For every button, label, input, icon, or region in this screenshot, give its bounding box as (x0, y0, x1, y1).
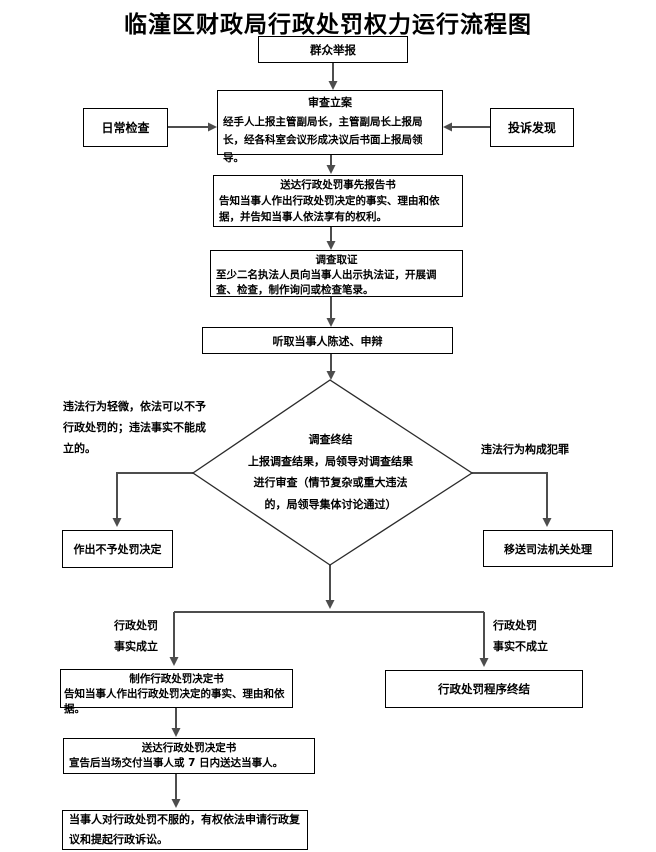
node-investigate-title: 调查取证 (315, 254, 358, 266)
node-hear-statement: 听取当事人陈述、申辩 (202, 327, 453, 354)
annotation-facts-established: 行政处罚 事实成立 (114, 615, 158, 657)
node-make-decision-title: 制作行政处罚决定书 (129, 673, 224, 685)
node-procedure-end: 行政处罚程序终结 (385, 670, 583, 708)
annotation-minor-violation: 违法行为轻微，依法可以不予行政处罚的；违法事实不能成立的。 (63, 400, 206, 455)
node-no-penalty-label: 作出不予处罚决定 (73, 543, 162, 556)
node-complaint-found-label: 投诉发现 (507, 121, 556, 135)
node-serve-prior-report: 送达行政处罚事先报告书 告知当事人作出行政处罚决定的事实、理由和依据，并告知当事… (213, 175, 463, 227)
node-public-report-label: 群众举报 (310, 42, 356, 57)
node-public-report: 群众举报 (258, 36, 408, 63)
node-review-filing: 审查立案 经手人上报主管副局长，主管副局长上报局长，经各科室会议形成决议后书面上… (217, 90, 443, 164)
node-review-filing-title: 审查立案 (308, 96, 352, 109)
node-daily-inspection: 日常检查 (83, 108, 168, 147)
node-investigation-end-title: 调查终结 (308, 433, 353, 446)
node-daily-inspection-label: 日常检查 (101, 121, 150, 135)
node-investigate-body: 至少二名执法人员向当事人出示执法证，开展调查、检查，制作询问或检查笔录。 (216, 269, 437, 297)
node-serve-decision: 送达行政处罚决定书 宣告后当场交付当事人或 7 日内送达当事人。 (63, 738, 315, 774)
annotation-facts-not-established: 行政处罚 事实不成立 (493, 615, 548, 657)
arrow-make-to-serve (171, 708, 181, 737)
node-procedure-end-label: 行政处罚程序终结 (438, 682, 530, 696)
annotation-facts-established-line2: 事实成立 (114, 640, 158, 653)
branch-split-lines (169, 611, 489, 667)
node-no-penalty: 作出不予处罚决定 (62, 530, 173, 568)
arrow-investigate-to-hearing (326, 297, 336, 327)
node-investigation-end-body: 上报调查结果，局领导对调查结果进行审查（情节复杂或重大违法的，局领导集体讨论通过… (248, 454, 413, 511)
node-investigate: 调查取证 至少二名执法人员向当事人出示执法证，开展调查、检查，制作询问或检查笔录… (210, 250, 463, 297)
node-complaint-found: 投诉发现 (490, 108, 574, 147)
arrow-decision-to-no-penalty (112, 472, 193, 527)
annotation-facts-established-line1: 行政处罚 (114, 619, 158, 632)
node-investigation-end: 调查终结 上报调查结果，局领导对调查结果进行审查（情节复杂或重大违法的，局领导集… (248, 429, 413, 515)
node-hear-statement-label: 听取当事人陈述、申辩 (272, 334, 383, 348)
node-remedy: 当事人对行政处罚不服的，有权依法申请行政复议和提起行政诉讼。 (62, 810, 308, 850)
arrow-daily-inspection-to-review (168, 122, 217, 132)
node-serve-prior-report-body: 告知当事人作出行政处罚决定的事实、理由和依据，并告知当事人依法享有的权利。 (219, 194, 440, 223)
arrow-complaint-to-review (443, 122, 490, 132)
arrow-decision-down (325, 565, 335, 609)
node-serve-decision-title: 送达行政处罚决定书 (141, 742, 237, 754)
page-title: 临潼区财政局行政处罚权力运行流程图 (124, 12, 532, 38)
node-make-decision: 制作行政处罚决定书 告知当事人作出行政处罚决定的事实、理由和依据。 (60, 669, 293, 715)
node-make-decision-body: 告知当事人作出行政处罚决定的事实、理由和依据。 (64, 688, 285, 716)
node-review-filing-body: 经手人上报主管副局长，主管副局长上报局长，经各科室会议形成决议后书面上报局领导。 (223, 115, 423, 164)
arrow-review-to-prior-report (326, 155, 336, 174)
arrow-decision-to-judicial (472, 472, 552, 527)
arrow-serve-to-remedy (171, 774, 181, 808)
decision-diamond-shape (191, 379, 474, 566)
annotation-constitutes-crime: 违法行为构成犯罪 (481, 443, 569, 456)
node-transfer-judicial: 移送司法机关处理 (483, 530, 613, 567)
node-serve-prior-report-title: 送达行政处罚事先报告书 (280, 179, 396, 191)
arrow-public-report-to-review (328, 63, 338, 90)
arrow-hearing-to-decision (326, 354, 336, 380)
arrow-prior-report-to-investigate (326, 227, 336, 250)
node-remedy-label: 当事人对行政处罚不服的，有权依法申请行政复议和提起行政诉讼。 (69, 813, 300, 846)
node-serve-decision-body: 宣告后当场交付当事人或 7 日内送达当事人。 (69, 757, 284, 770)
annotation-facts-not-established-line1: 行政处罚 (493, 619, 537, 632)
annotation-facts-not-established-line2: 事实不成立 (493, 640, 548, 653)
node-transfer-judicial-label: 移送司法机关处理 (504, 542, 592, 556)
